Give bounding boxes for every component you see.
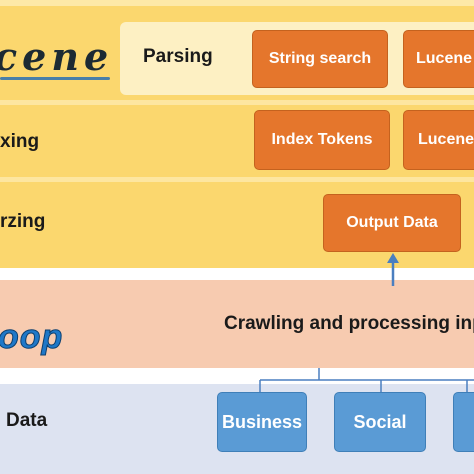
lucene-layer-top-stripe xyxy=(0,0,474,6)
lucene-parse-box: Lucene xyxy=(403,30,474,88)
lucene-divider-1 xyxy=(0,100,474,105)
data-label: Data xyxy=(6,410,48,431)
social-box: Social xyxy=(334,392,426,452)
lucene-logo-underline xyxy=(0,77,110,80)
business-box: Business xyxy=(217,392,307,452)
string-search-box: String search xyxy=(252,30,388,88)
hadoop-label: Crawling and processing inp xyxy=(224,313,474,334)
parsing-label: Parsing xyxy=(143,46,213,67)
analyzing-label: rzing xyxy=(0,211,46,232)
index-tokens-box: Index Tokens xyxy=(254,110,390,170)
layer-gap xyxy=(0,268,474,280)
lucene-logo: cene xyxy=(0,34,114,79)
hadoop-logo: oop xyxy=(0,318,64,357)
lucene-index-box: Lucene xyxy=(403,110,474,170)
indexing-label: xing xyxy=(0,131,40,152)
data-box-partial xyxy=(453,392,474,452)
hadoop-layer xyxy=(0,280,474,368)
lucene-divider-2 xyxy=(0,177,474,182)
arrow-up-icon xyxy=(387,253,399,286)
data-connector xyxy=(259,368,474,394)
output-data-box: Output Data xyxy=(323,194,461,252)
